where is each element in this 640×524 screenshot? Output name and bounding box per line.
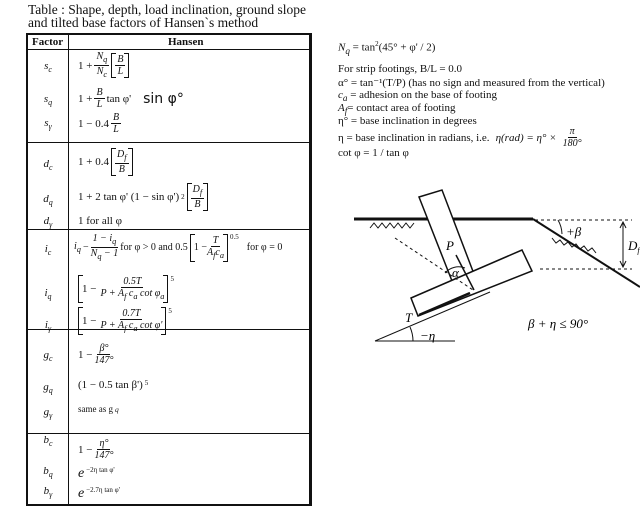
note-eta-deg: η° = base inclination in degrees bbox=[338, 115, 477, 127]
header-factor: Factor bbox=[32, 36, 64, 48]
beta-angle-arc bbox=[557, 219, 563, 235]
factor-gc: gc bbox=[43, 349, 53, 364]
label-p: P bbox=[445, 238, 454, 253]
note-alpha: α° = tan⁻¹(T/P) (has no sign and measure… bbox=[338, 77, 605, 89]
label-beta: +β bbox=[566, 224, 582, 239]
eta-angle-arc bbox=[409, 326, 414, 342]
factor-dgamma: dγ bbox=[43, 215, 53, 230]
factor-gq: gq bbox=[43, 381, 53, 396]
formula-bgamma: e−2.7η tan φ' bbox=[78, 486, 120, 501]
factor-dq: dq bbox=[43, 193, 53, 208]
factor-bq: bq bbox=[43, 465, 53, 480]
load-t-arrow bbox=[418, 291, 471, 317]
formula-gc: 1 − β°147° bbox=[78, 343, 114, 366]
header-hansen: Hansen bbox=[168, 36, 204, 48]
ground-slope bbox=[532, 218, 640, 288]
note-af: Af= contact area of footing bbox=[338, 102, 456, 117]
header-divider bbox=[28, 49, 309, 50]
nq-formula: Nq = tan2(45° + φ' / 2) bbox=[338, 40, 436, 56]
note-strip: For strip footings, B/L = 0.0 bbox=[338, 63, 463, 75]
handwritten-correction: sin φ° bbox=[143, 90, 184, 107]
formula-bc: 1 − η°147° bbox=[78, 438, 114, 461]
section-divider bbox=[28, 229, 309, 230]
formula-gq: (1 − 0.5 tan β')5 bbox=[78, 379, 149, 391]
note-ca: ca = adhesion on the base of footing bbox=[338, 89, 497, 104]
load-p-arrow bbox=[455, 254, 475, 291]
factor-bc: bc bbox=[43, 434, 53, 449]
depth-arrowheads bbox=[619, 220, 627, 269]
column-divider bbox=[68, 35, 69, 504]
label-df: Df bbox=[627, 238, 640, 255]
factor-iq: iq bbox=[44, 287, 52, 302]
note-cot: cot φ = 1 / tan φ bbox=[338, 147, 409, 159]
title-line-2: and tilted base factors of Hansen`s meth… bbox=[28, 15, 259, 30]
alpha-angle-arc bbox=[444, 266, 466, 274]
label-condition: β + η ≤ 90° bbox=[527, 316, 588, 331]
label-alpha: α bbox=[452, 265, 460, 280]
label-t: T bbox=[405, 310, 413, 325]
footing-column bbox=[418, 189, 475, 282]
section-divider bbox=[28, 142, 309, 143]
factor-igamma: iγ bbox=[44, 319, 52, 334]
note-eta-rad: η = base inclination in radians, i.e.η(r… bbox=[338, 126, 582, 149]
inclined-base-line bbox=[374, 291, 491, 342]
factor-ggamma: gγ bbox=[43, 406, 53, 421]
resultant-dashed-line bbox=[394, 237, 474, 291]
table-title: Table : Shape, depth, load inclination, … bbox=[28, 2, 306, 30]
factor-bgamma: bγ bbox=[43, 485, 53, 500]
factor-sc: sc bbox=[44, 60, 52, 75]
factor-sgamma: sγ bbox=[44, 117, 52, 132]
factor-sq: sq bbox=[43, 93, 53, 108]
formula-bq: e−2η tan φ' bbox=[78, 466, 115, 481]
factor-ic: ic bbox=[44, 243, 52, 258]
footing-base bbox=[410, 249, 534, 317]
section-divider bbox=[28, 433, 309, 434]
label-eta: −η bbox=[420, 328, 435, 343]
soil-hatch bbox=[369, 222, 415, 229]
formula-dgamma: 1 for all φ bbox=[78, 215, 122, 227]
slope-hatch bbox=[551, 237, 597, 254]
section-divider bbox=[28, 329, 309, 330]
title-line-1: Table : Shape, depth, load inclination, … bbox=[28, 2, 306, 17]
factor-dc: dc bbox=[43, 158, 53, 173]
